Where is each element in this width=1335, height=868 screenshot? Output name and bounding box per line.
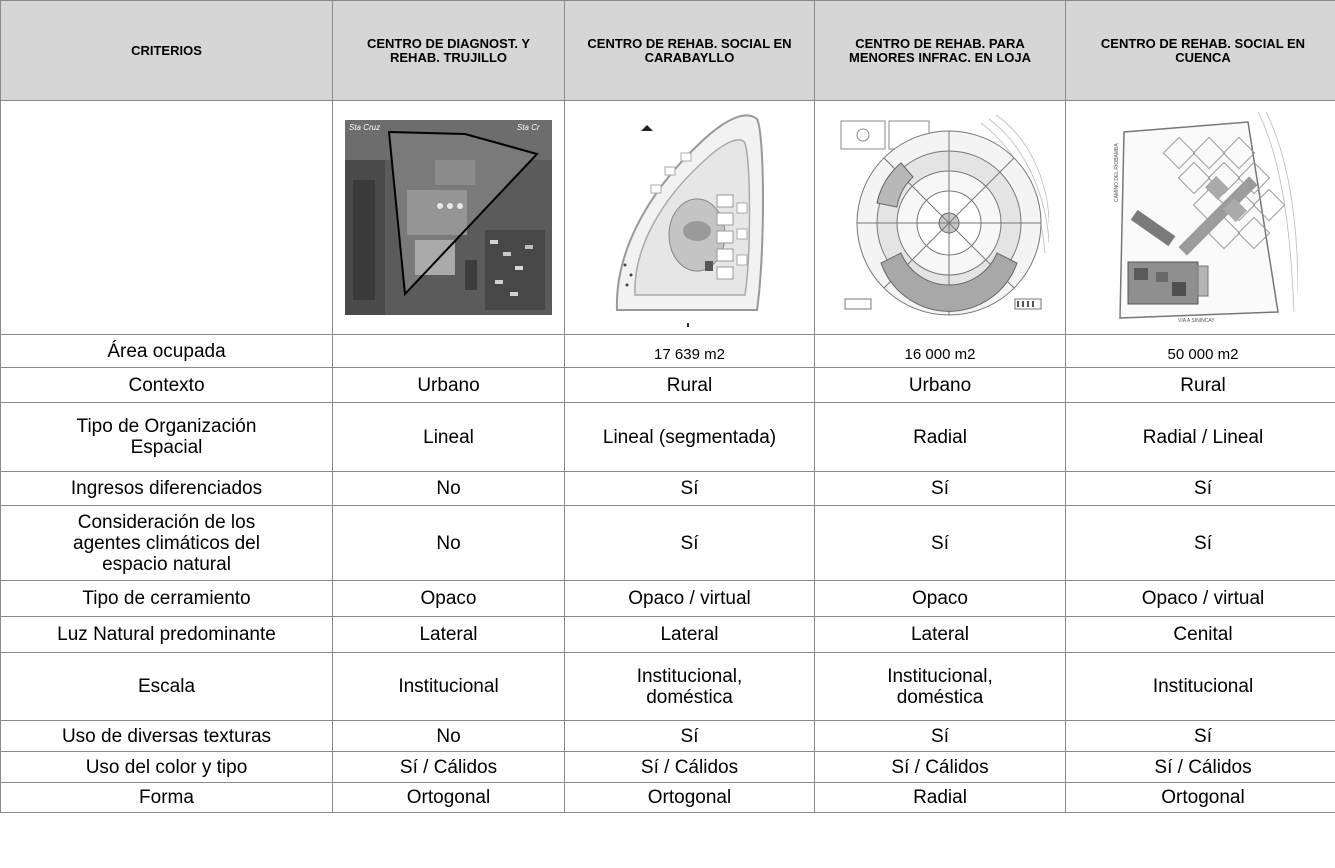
comparison-table-container: CRITERIOS CENTRO DE DIAGNOST. Y REHAB. T… [0,0,1335,813]
loja-plan-image-cell [814,100,1066,335]
cuenca-plan-image-cell: CAMINO DEL RIOBAMBA VIA A SININCAY [1065,100,1335,335]
value-cell: Rural [564,367,815,403]
header-carabayllo: CENTRO DE REHAB. SOCIAL EN CARABAYLLO [564,0,815,101]
carabayllo-plan-image-cell [564,100,815,335]
table-row: Contexto Urbano Rural Urbano Rural [0,367,1335,403]
value-cell: Opaco / virtual [564,580,815,617]
value-cell: Sí [564,471,815,506]
header-cuenca: CENTRO DE REHAB. SOCIAL EN CUENCA [1065,0,1335,101]
value-cell: Lateral [564,616,815,653]
cuenca-site-plan: CAMINO DEL RIOBAMBA VIA A SININCAY [1108,111,1298,324]
header-label: CRITERIOS [131,42,202,58]
comparison-table: CRITERIOS CENTRO DE DIAGNOST. Y REHAB. T… [0,0,1335,813]
loja-radial-site-plan [831,112,1049,323]
image-row: Sta Cruz Sta Cr [0,100,1335,335]
value-cell: Opaco / virtual [1065,580,1335,617]
value-cell: No [332,471,565,506]
value-cell: Sí / Cálidos [1065,751,1335,783]
value-cell: Sí [1065,720,1335,752]
image-row-empty-cell [0,100,333,335]
table-row: Tipo de cerramiento Opaco Opaco / virtua… [0,580,1335,617]
value-cell: Sí [564,505,815,581]
road-label: CAMINO DEL RIOBAMBA [1114,142,1120,201]
header-label: CENTRO DE REHAB. SOCIAL EN CUENCA [1100,35,1306,65]
value-cell: Cenital [1065,616,1335,653]
value-cell: Radial / Lineal [1065,402,1335,472]
criterio-cell: Tipo de Organización Espacial [0,402,333,472]
value-cell: 16 000 m2 [814,334,1066,368]
criterio-cell: Consideración de los agentes climáticos … [0,505,333,581]
value-cell: Opaco [332,580,565,617]
header-label: CENTRO DE DIAGNOST. Y REHAB. TRUJILLO [366,35,530,65]
value-cell: Institucional [332,652,565,721]
value-cell: Radial [814,402,1066,472]
criterio-cell: Uso del color y tipo [0,751,333,783]
header-row: CRITERIOS CENTRO DE DIAGNOST. Y REHAB. T… [0,0,1335,101]
value-cell: Institucional, doméstica [564,652,815,721]
table-row: Área ocupada 17 639 m2 16 000 m2 50 000 … [0,334,1335,368]
header-trujillo: CENTRO DE DIAGNOST. Y REHAB. TRUJILLO [332,0,565,101]
value-label: Institucional, doméstica [887,665,993,708]
value-cell: Urbano [332,367,565,403]
value-cell: Sí [814,720,1066,752]
value-cell: Lineal (segmentada) [564,402,815,472]
value-cell: Ortogonal [1065,782,1335,813]
value-label: Institucional, doméstica [636,665,743,708]
trujillo-aerial-image-cell: Sta Cruz Sta Cr [332,100,565,335]
table-row: Tipo de Organización Espacial Lineal Lin… [0,402,1335,472]
table-row: Uso de diversas texturas No Sí Sí Sí [0,720,1335,752]
trujillo-aerial-image: Sta Cruz Sta Cr [345,120,552,315]
value-cell: Rural [1065,367,1335,403]
header-criterios: CRITERIOS [0,0,333,101]
criterio-cell: Área ocupada [0,334,333,368]
value-cell: Sí [1065,471,1335,506]
criterio-cell: Tipo de cerramiento [0,580,333,617]
value-cell: Lateral [814,616,1066,653]
value-cell: Opaco [814,580,1066,617]
street-label: Sta Cruz [349,123,380,132]
criterio-cell: Uso de diversas texturas [0,720,333,752]
value-cell: Sí [1065,505,1335,581]
criterio-cell: Luz Natural predominante [0,616,333,653]
value-cell: Sí / Cálidos [564,751,815,783]
value-cell: Ortogonal [564,782,815,813]
criterio-cell: Contexto [0,367,333,403]
table-row: Uso del color y tipo Sí / Cálidos Sí / C… [0,751,1335,783]
header-label: CENTRO DE REHAB. PARA MENORES INFRAC. EN… [848,35,1031,65]
table-row: Forma Ortogonal Ortogonal Radial Ortogon… [0,782,1335,813]
road-label: VIA A SININCAY [1178,318,1215,324]
criterio-cell: Ingresos diferenciados [0,471,333,506]
criterio-label: Tipo de Organización Espacial [76,416,257,458]
value-cell: 17 639 m2 [564,334,815,368]
criterio-cell: Escala [0,652,333,721]
value-cell: No [332,505,565,581]
carabayllo-site-plan [604,105,775,330]
street-label: Sta Cr [517,123,540,132]
table-row: Escala Institucional Institucional, domé… [0,652,1335,721]
value-cell: Institucional, doméstica [814,652,1066,721]
value-cell: 50 000 m2 [1065,334,1335,368]
value-cell: No [332,720,565,752]
criterio-label: Consideración de los agentes climáticos … [73,511,260,575]
value-cell: Radial [814,782,1066,813]
value-cell: Lateral [332,616,565,653]
value-cell: Sí [564,720,815,752]
value-cell: Lineal [332,402,565,472]
value-cell: Urbano [814,367,1066,403]
table-row: Ingresos diferenciados No Sí Sí Sí [0,471,1335,506]
value-cell: Ortogonal [332,782,565,813]
value-cell [332,334,565,368]
table-row: Consideración de los agentes climáticos … [0,505,1335,581]
table-row: Luz Natural predominante Lateral Lateral… [0,616,1335,653]
criterio-cell: Forma [0,782,333,813]
header-loja: CENTRO DE REHAB. PARA MENORES INFRAC. EN… [814,0,1066,101]
value-cell: Sí [814,471,1066,506]
header-label: CENTRO DE REHAB. SOCIAL EN CARABAYLLO [587,35,792,65]
value-cell: Sí / Cálidos [814,751,1066,783]
value-cell: Sí [814,505,1066,581]
value-cell: Sí / Cálidos [332,751,565,783]
value-cell: Institucional [1065,652,1335,721]
